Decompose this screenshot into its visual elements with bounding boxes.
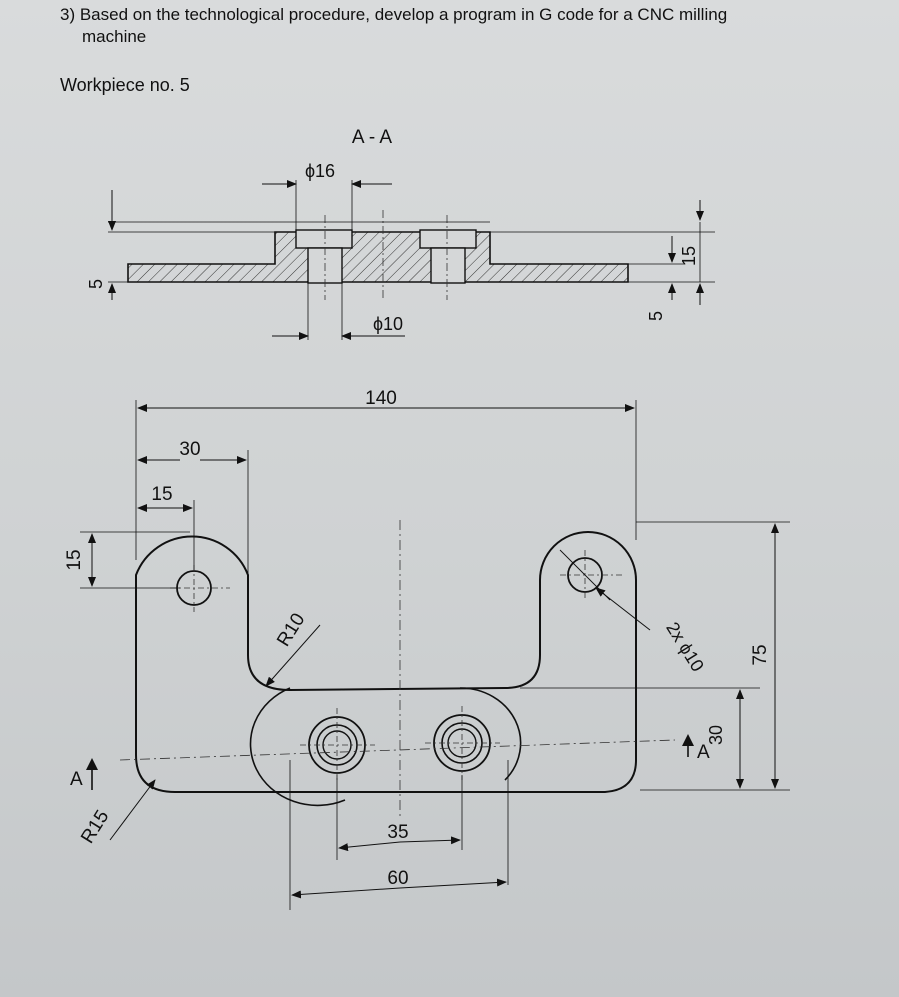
dim-left-thickness: 5 (86, 279, 106, 289)
dim-right-thickness: 5 (646, 311, 666, 321)
dim-hole-dia: ϕ10 (373, 314, 403, 334)
dim-section-height: 30 (706, 725, 726, 745)
plan-view: 140 30 15 15 R10 R15 2x ϕ10 (64, 388, 790, 910)
section-mark-left: A (70, 769, 83, 790)
dim-hole-offset-y: 15 (64, 549, 85, 570)
right-counterbore (419, 229, 477, 249)
question-text: 3) Based on the technological procedure,… (60, 4, 860, 48)
dim-overall-length: 140 (365, 388, 397, 409)
workpiece-label: Workpiece no. 5 (60, 75, 190, 95)
dim-boss-width: 60 (387, 868, 408, 889)
part-outline (135, 531, 637, 793)
section-view: A - A ϕ16 (86, 127, 715, 340)
question-line-2: machine (82, 27, 147, 46)
dim-lug-width: 30 (179, 439, 200, 460)
dim-cbore-spacing: 35 (387, 822, 408, 843)
right-hole (430, 247, 466, 284)
question-line-1: 3) Based on the technological procedure,… (60, 5, 728, 24)
dim-corner-radius: R15 (77, 807, 113, 848)
section-profile (127, 231, 629, 283)
left-counterbore (295, 229, 353, 249)
section-mark-right: A (697, 742, 710, 763)
section-title: A - A (352, 127, 392, 148)
dim-hole-pattern: 2x ϕ10 (662, 619, 708, 675)
dim-total-height: 15 (679, 246, 699, 266)
dim-overall-height: 75 (750, 644, 771, 665)
dim-hole-offset-x: 15 (151, 484, 172, 505)
dim-cbore-dia: ϕ16 (305, 161, 335, 181)
dim-inner-radius: R10 (273, 610, 309, 651)
